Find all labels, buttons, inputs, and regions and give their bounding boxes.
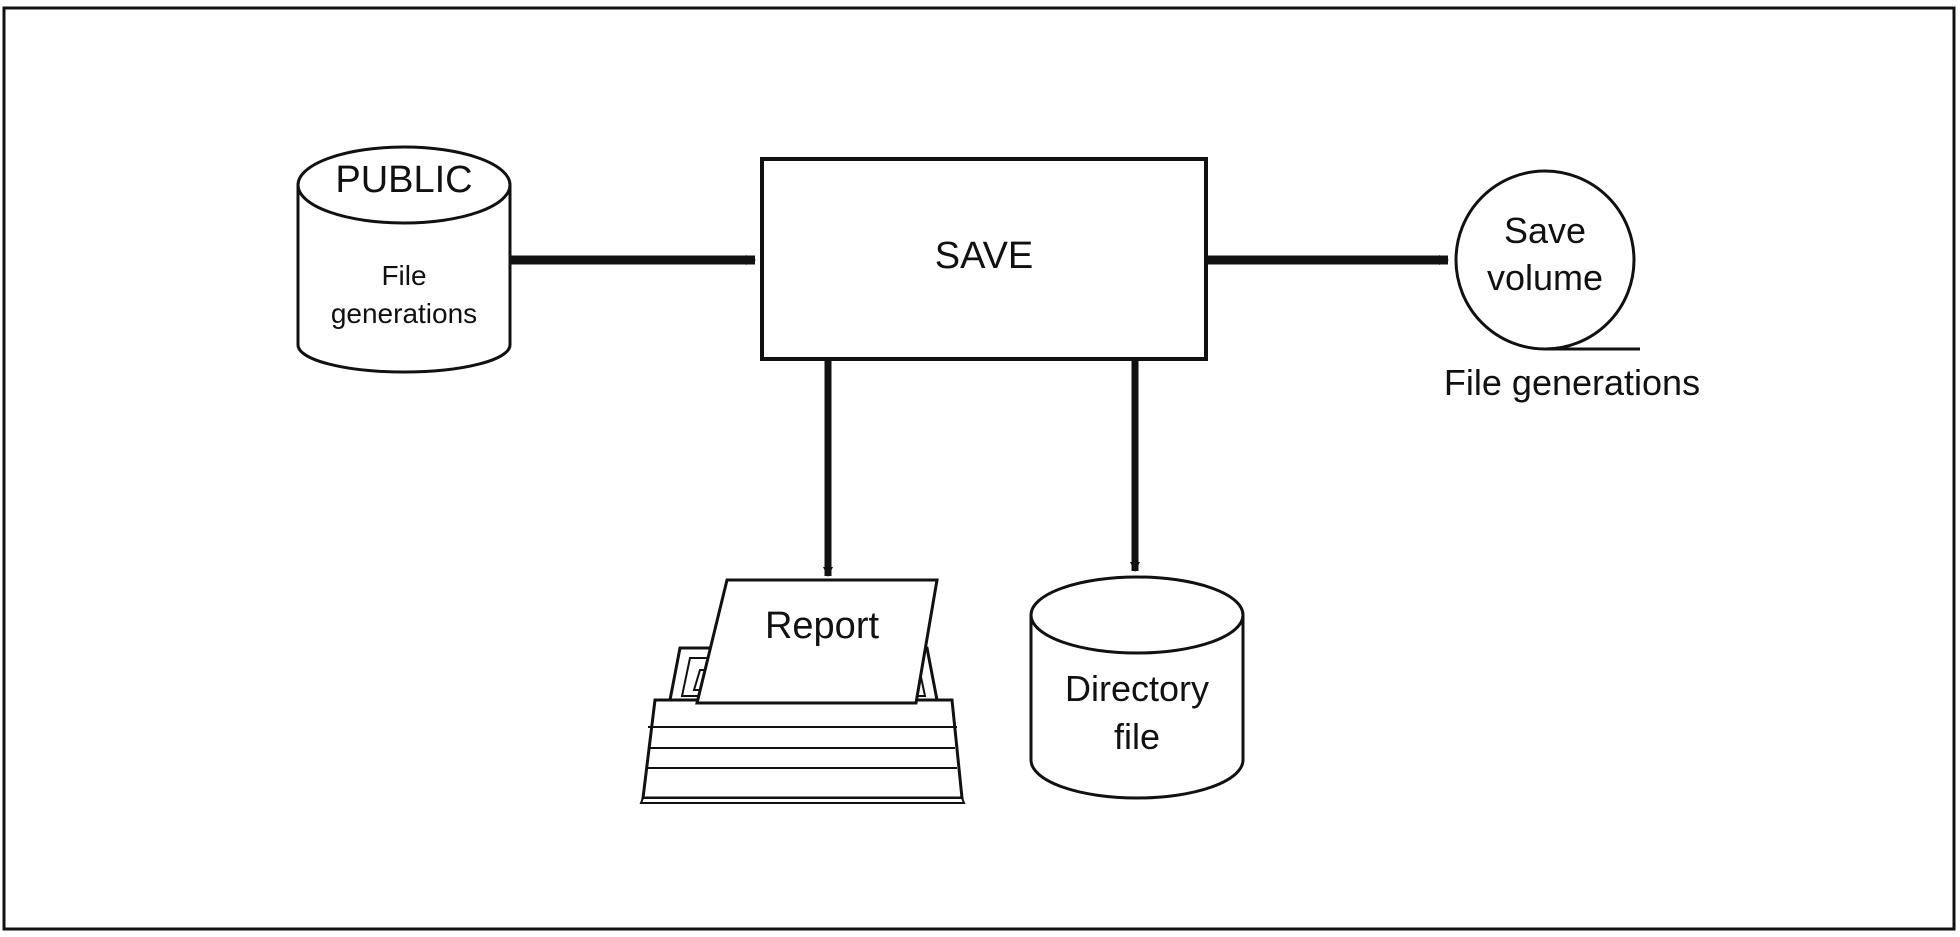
public-store-line2: generations xyxy=(331,298,477,329)
save-volume-caption: File generations xyxy=(1444,362,1700,403)
directory-file-line1: Directory xyxy=(1065,668,1209,709)
directory-file-line2: file xyxy=(1114,716,1160,757)
directory-file-cylinder: Directory file xyxy=(1029,575,1245,800)
diagram-frame xyxy=(2,6,1956,931)
report-paper: Report xyxy=(695,578,939,705)
public-store-title: PUBLIC xyxy=(335,159,472,201)
save-volume-line2: volume xyxy=(1487,257,1603,298)
save-volume-tape: Save volume xyxy=(1454,169,1640,351)
save-process-label: SAVE xyxy=(935,235,1034,277)
public-file-generations-cylinder: PUBLIC File generations xyxy=(296,145,512,374)
report-label: Report xyxy=(765,605,879,647)
save-process-box: SAVE xyxy=(760,157,1208,361)
save-volume-line1: Save xyxy=(1504,210,1586,251)
public-store-line1: File xyxy=(381,260,426,291)
